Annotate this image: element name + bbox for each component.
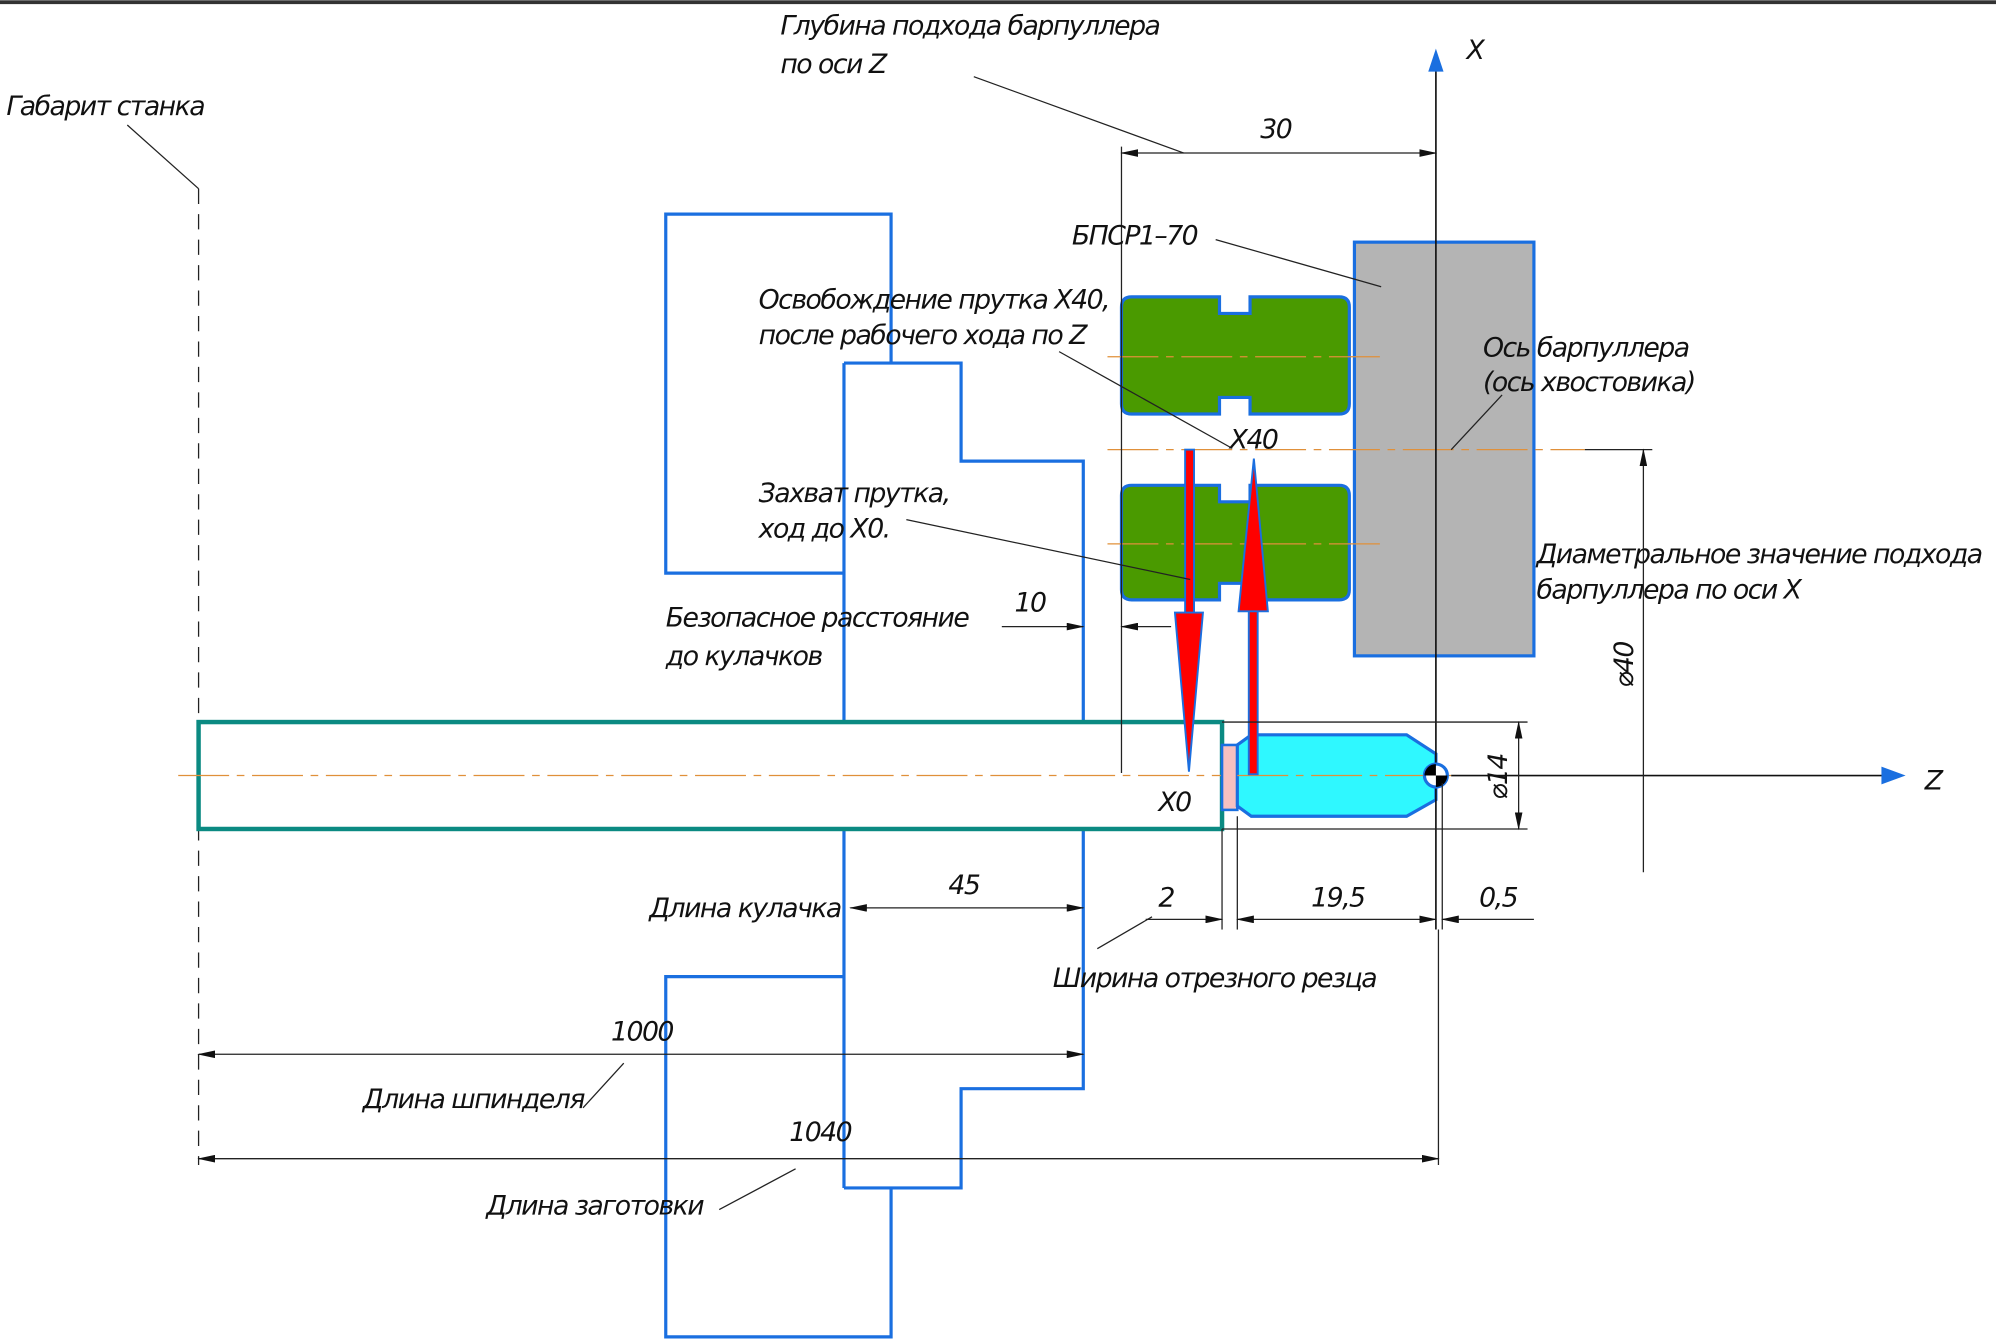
safe-distance-label-1: Безопасное расстояние — [666, 603, 970, 634]
grip-label-1: Захват прутка, — [759, 478, 950, 509]
jaw-length-label: Длина кулачка — [648, 893, 841, 924]
zero-point-icon — [1422, 762, 1449, 789]
dim-safe-distance-value: 10 — [1015, 587, 1046, 618]
dim-depth-z-value: 30 — [1260, 114, 1291, 145]
dim-cutoff-width-value: 2 — [1158, 883, 1174, 914]
dim-spindle-length-value: 1000 — [611, 1016, 673, 1047]
leader-line — [126, 124, 200, 190]
barpuller-model-label: БПСР1–70 — [1072, 221, 1198, 252]
barpuller-depth-label-1: Глубина подхода барпуллера — [780, 11, 1159, 42]
barpuller-axis-label-1: Ось барпуллера — [1483, 333, 1689, 364]
dim-part-length-value: 19,5 — [1311, 883, 1365, 914]
cutoff-tool — [1220, 743, 1239, 812]
z-axis-label: Z — [1924, 766, 1944, 797]
dim-blank-length-value: 1040 — [789, 1117, 851, 1148]
dim-diameter-40-value: ⌀40 — [1609, 642, 1640, 688]
safe-distance-label-2: до кулачков — [665, 641, 823, 672]
lower-jaw — [1119, 483, 1351, 602]
dim-diameter-14-value: ⌀14 — [1483, 754, 1514, 800]
machine-envelope-label: Габарит станка — [6, 91, 204, 122]
dim-facing-value: 0,5 — [1479, 883, 1517, 914]
x0-label: X0 — [1156, 787, 1191, 818]
upper-jaw — [1119, 295, 1351, 416]
grip-arrow-down-icon — [1173, 448, 1204, 772]
x-axis-label: X — [1464, 35, 1485, 66]
diametral-label-1: Диаметральное значение подхода — [1535, 539, 1981, 570]
barpuller-axis-label-2: (ось хвостовика) — [1483, 367, 1695, 398]
cutoff-width-label: Ширина отрезного резца — [1053, 963, 1377, 994]
release-arrow-up-icon — [1237, 458, 1269, 776]
release-label-2: после рабочего хода по Z — [759, 320, 1088, 351]
diametral-label-2: барпуллера по оси X — [1536, 575, 1802, 606]
spindle-length-label: Длина шпинделя — [362, 1084, 586, 1115]
x40-label: X40 — [1228, 424, 1278, 455]
z-axis-arrow-icon — [1881, 766, 1906, 785]
top-border — [0, 0, 1996, 5]
dim-jaw-length-value: 45 — [948, 870, 979, 901]
x-axis-arrow-icon — [1428, 48, 1444, 72]
barpuller-depth-label-2: по оси Z — [780, 49, 888, 80]
blank-length-label: Длина заготовки — [485, 1191, 704, 1222]
grip-label-2: ход до X0. — [758, 513, 890, 544]
release-label-1: Освобождение прутка X40, — [759, 284, 1109, 315]
